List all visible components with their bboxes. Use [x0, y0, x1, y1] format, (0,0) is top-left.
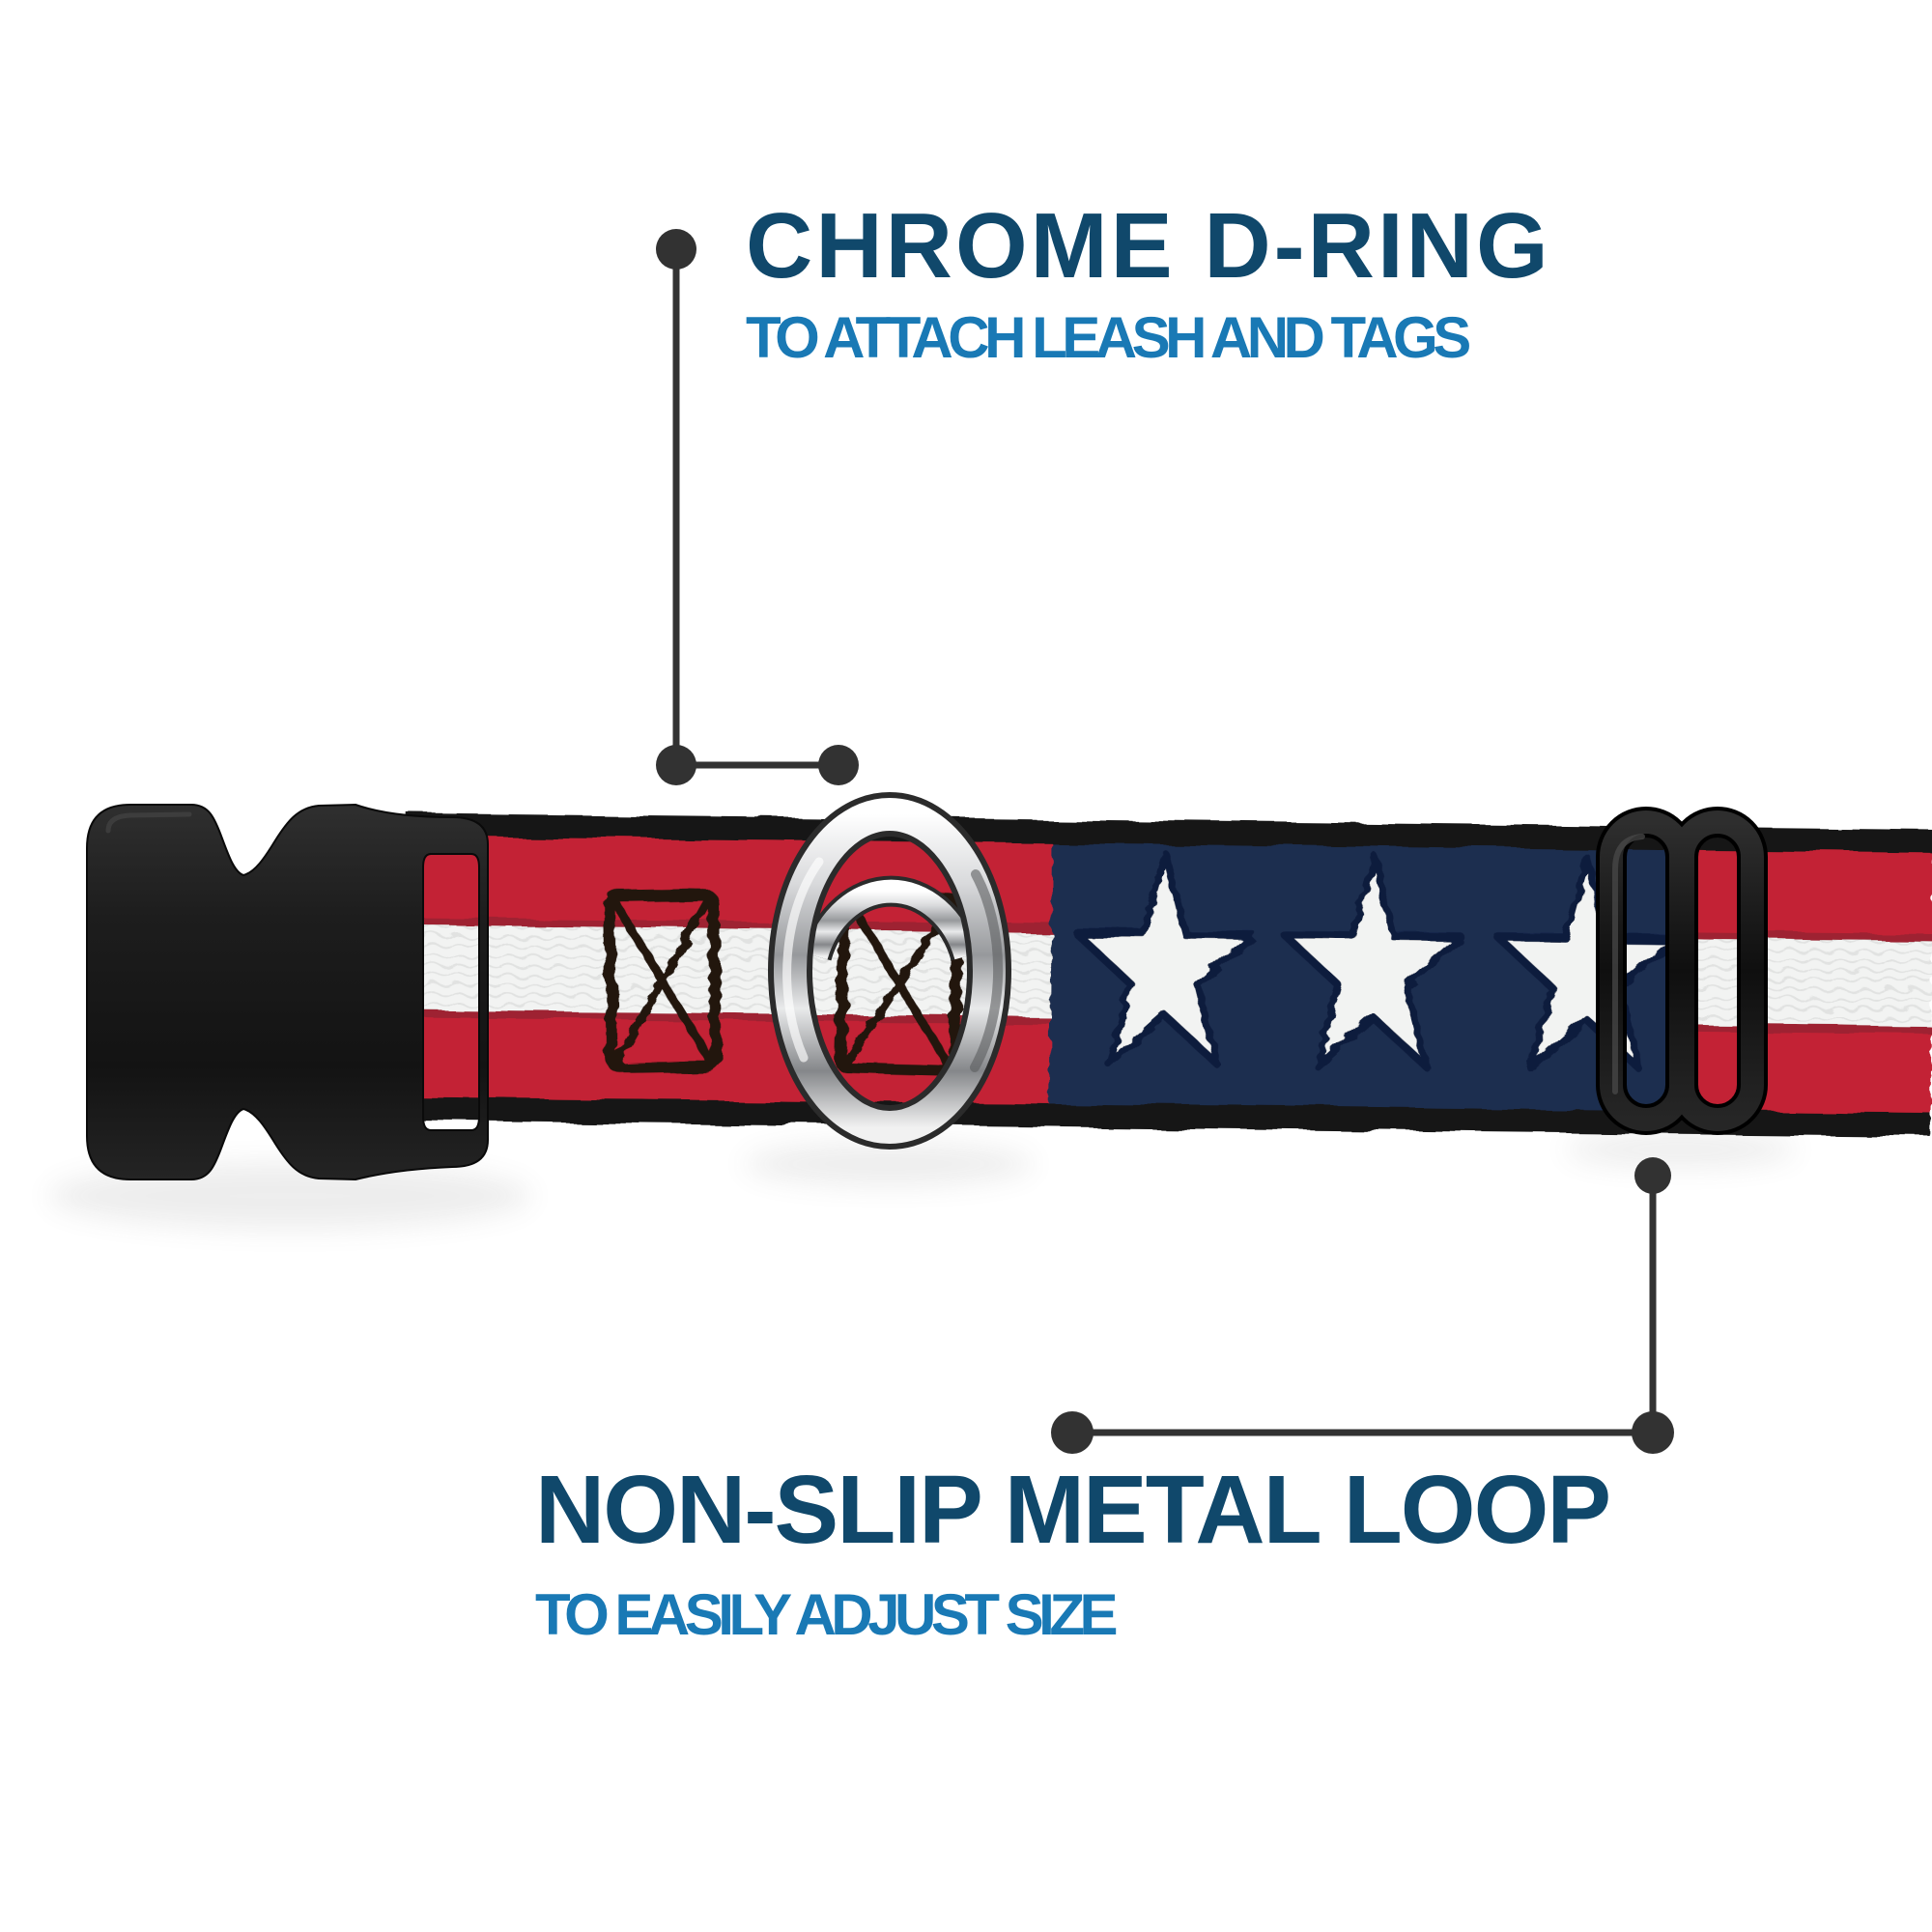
callout-title: NON-SLIP METAL LOOP: [535, 1456, 1611, 1564]
leader-dot: [1051, 1411, 1094, 1454]
leader-dot: [818, 745, 859, 785]
metal-slider-loop: [1596, 807, 1768, 1135]
star-icon: [1281, 851, 1465, 1071]
d-ring-fold: [805, 879, 978, 960]
plastic-buckle: [86, 803, 489, 1181]
star-icon: [1072, 849, 1257, 1069]
chrome-d-ring: [768, 792, 1011, 1150]
buckle-highlight: [105, 811, 192, 834]
d-ring-shade: [970, 869, 1004, 1072]
leader-dot: [656, 229, 696, 270]
callout-subtitle: TO EASILY ADJUST SIZE: [535, 1582, 1119, 1647]
collar-strap: [404, 812, 1932, 1137]
leader-top-dring: [656, 229, 859, 785]
stars: [1072, 849, 1679, 1073]
slider-sheen: [1612, 834, 1645, 1094]
callout-chrome-d-ring: CHROME D-RING TO ATTACH LEASH AND TAGS: [746, 200, 1551, 367]
callout-metal-loop: NON-SLIP METAL LOOP TO EASILY ADJUST SIZ…: [535, 1456, 1611, 1647]
callout-title: CHROME D-RING: [746, 194, 1551, 298]
d-ring-sheen: [782, 857, 824, 1063]
stitch-box-x: [603, 889, 965, 1077]
callout-subtitle: TO ATTACH LEASH AND TAGS: [746, 305, 1471, 370]
star-icon: [1494, 854, 1679, 1073]
leader-dot: [1634, 1157, 1671, 1194]
leader-bottom-slider: [1051, 1157, 1674, 1454]
callout-leaders: [656, 229, 1674, 1454]
